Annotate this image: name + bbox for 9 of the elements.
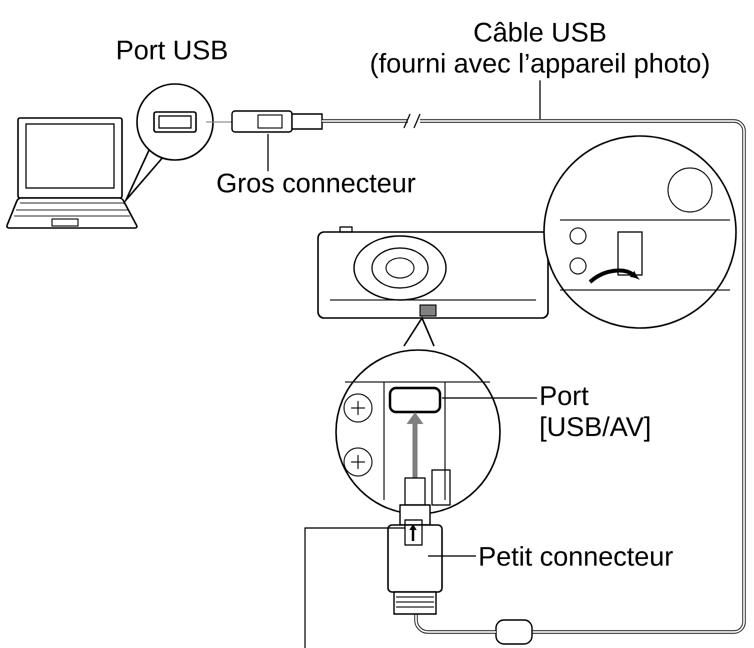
leader-line	[428, 555, 476, 557]
callout-label: Câble USB (fourni avec l’appareil photo)	[371, 22, 709, 78]
leader-line	[267, 134, 269, 172]
leader-line	[539, 80, 541, 119]
callout-label: Gros connecteur	[218, 173, 416, 193]
leader-line	[442, 397, 537, 399]
callout-label: Port [USB/AV]	[541, 386, 650, 442]
callout-label: Port USB	[118, 40, 227, 60]
callout-label: Petit connecteur	[480, 546, 673, 566]
